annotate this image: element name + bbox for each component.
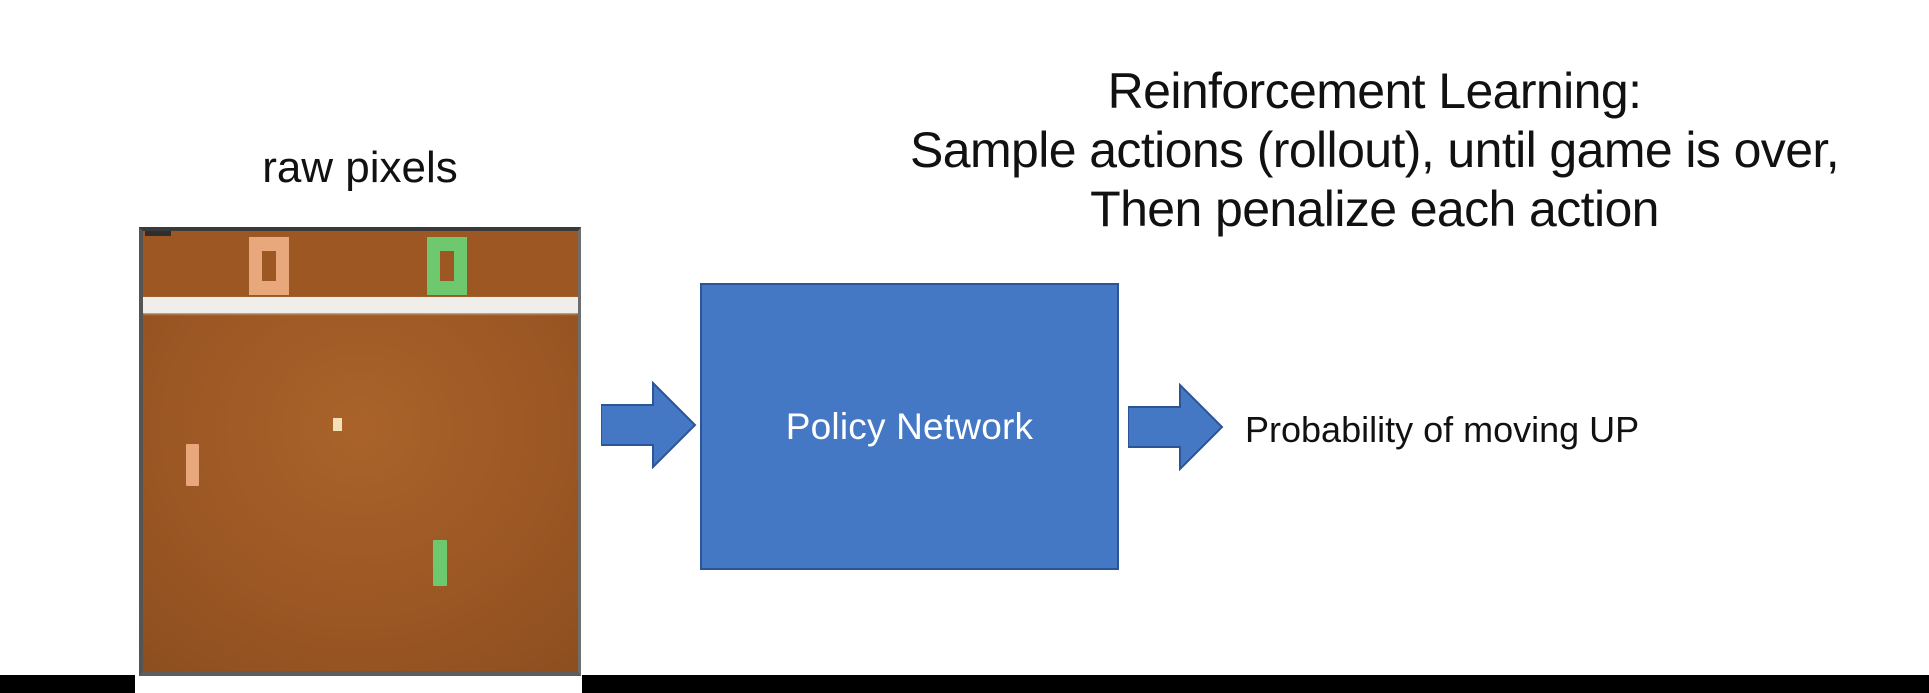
input-arrow-icon <box>601 381 697 469</box>
pong-paddle-right <box>433 540 447 586</box>
output-probability-label: Probability of moving UP <box>1245 409 1640 450</box>
heading-line-3: Then penalize each action <box>1090 181 1659 237</box>
pong-game-screenshot <box>139 227 581 676</box>
pong-ball <box>333 418 342 431</box>
pong-score-band <box>143 231 578 297</box>
pong-score-right-hole <box>440 251 454 281</box>
pong-score-left-hole <box>262 251 276 281</box>
policy-network-label: Policy Network <box>785 405 1034 447</box>
pong-score-left <box>249 237 289 295</box>
pong-playfield <box>143 231 578 671</box>
pong-score-right <box>427 237 467 295</box>
pong-corner-marker <box>145 231 171 236</box>
pong-paddle-left <box>186 444 199 486</box>
policy-network-box[interactable]: Policy Network <box>700 283 1119 570</box>
footer-bar-left <box>0 675 135 693</box>
pong-divider-line <box>143 297 578 313</box>
raw-pixels-caption: raw pixels <box>262 143 458 192</box>
output-arrow-icon <box>1128 383 1224 471</box>
page-title: Reinforcement Learning: Sample actions (… <box>820 62 1929 239</box>
heading-line-2: Sample actions (rollout), until game is … <box>910 122 1840 178</box>
heading-line-1: Reinforcement Learning: <box>1107 63 1642 119</box>
footer-bar-right <box>582 675 1929 693</box>
